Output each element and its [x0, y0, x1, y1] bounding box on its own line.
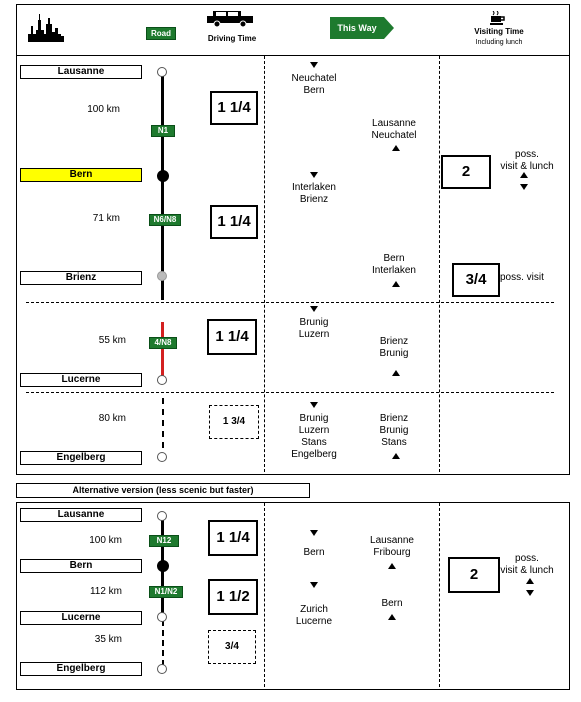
direction-down-text: Neuchatel Bern	[291, 73, 337, 96]
driving-time-header: Driving Time	[207, 34, 257, 43]
alternative-title: Alternative version (less scenic but fas…	[16, 483, 310, 498]
segment-distance: 100 km	[89, 535, 122, 546]
visit-time-box: 3/4	[452, 263, 500, 297]
road-line	[161, 75, 164, 300]
direction-up-text: Brienz Brunig Stans	[379, 413, 409, 448]
segment-distance: 80 km	[98, 413, 126, 424]
direction-up-text: Brienz Brunig	[379, 336, 409, 359]
city-node	[157, 560, 169, 572]
city-node	[157, 375, 167, 385]
city-node	[157, 612, 167, 622]
city-lausanne: Lausanne	[20, 65, 142, 79]
segment-distance: 100 km	[87, 104, 120, 115]
city-node	[157, 67, 167, 77]
segment-distance: 71 km	[92, 213, 120, 224]
visit-note: poss. visit & lunch	[500, 149, 554, 172]
arrow-up-icon	[388, 614, 396, 620]
arrow-up-icon	[520, 172, 528, 178]
direction-down-text: Bern	[303, 547, 325, 558]
arrow-up-icon	[392, 370, 400, 376]
visiting-time-header: Visiting Time	[474, 27, 524, 36]
road-line-dashed	[162, 620, 164, 666]
this-way-label: This Way	[337, 23, 377, 33]
column-divider	[439, 503, 440, 687]
arrow-down-icon	[310, 62, 318, 68]
city-brienz: Brienz	[20, 271, 142, 285]
car-icon	[207, 11, 253, 28]
segment-distance: 112 km	[89, 586, 122, 597]
segment-distance: 55 km	[98, 335, 126, 346]
city-node	[157, 452, 167, 462]
road-number-tag: N1/N2	[149, 586, 183, 598]
arrow-up-icon	[392, 453, 400, 459]
including-lunch-header: Including lunch	[475, 39, 523, 46]
driving-time-box: 1 3/4	[209, 405, 259, 439]
road-line-red	[161, 322, 164, 377]
direction-down-text: Zurich Lucerne	[295, 604, 333, 627]
arrow-down-icon	[310, 582, 318, 588]
column-divider	[264, 56, 265, 472]
coffee-cup-icon	[490, 11, 505, 25]
road-number-tag: N12	[149, 535, 179, 547]
visit-note: poss. visit	[500, 272, 544, 283]
direction-down-text: Interlaken Brienz	[292, 182, 336, 205]
column-divider	[264, 503, 265, 687]
direction-down-text: Brunig Luzern Stans Engelberg	[291, 413, 337, 460]
visit-note: poss. visit & lunch	[500, 553, 554, 576]
city-lucerne: Lucerne	[20, 373, 142, 387]
direction-down-text: Brunig Luzern	[298, 317, 330, 340]
city-lucerne: Lucerne	[20, 611, 142, 625]
driving-time-box: 1 1/4	[207, 319, 257, 355]
driving-time-box: 1 1/4	[210, 91, 258, 125]
arrow-down-icon	[520, 184, 528, 190]
direction-up-text: Lausanne Fribourg	[370, 535, 414, 558]
segment-distance: 35 km	[94, 634, 122, 645]
city-skyline-icon	[28, 14, 64, 42]
row-divider	[26, 302, 554, 303]
city-bern: Bern	[20, 168, 142, 182]
city-node	[157, 271, 167, 281]
arrow-down-icon	[310, 172, 318, 178]
city-node	[157, 664, 167, 674]
city-node	[157, 170, 169, 182]
city-lausanne: Lausanne	[20, 508, 142, 522]
city-node	[157, 511, 167, 521]
arrow-down-icon	[526, 590, 534, 596]
arrow-up-icon	[392, 281, 400, 287]
road-header-label: Road	[146, 27, 176, 40]
header-frame	[16, 4, 570, 58]
city-bern: Bern	[20, 559, 142, 573]
arrow-up-icon	[388, 563, 396, 569]
road-number-tag: 4/N8	[149, 337, 177, 349]
alt-route-frame	[16, 502, 570, 690]
arrow-up-icon	[392, 145, 400, 151]
direction-up-text: Bern Interlaken	[372, 253, 416, 276]
driving-time-box: 1 1/4	[210, 205, 258, 239]
driving-time-box: 1 1/4	[208, 520, 258, 556]
arrow-down-icon	[310, 306, 318, 312]
this-way-arrow	[330, 17, 394, 39]
driving-time-box: 1 1/2	[208, 579, 258, 615]
row-divider	[26, 392, 554, 393]
road-line-dashed	[162, 398, 164, 448]
direction-up-text: Bern	[381, 598, 403, 609]
city-engelberg: Engelberg	[20, 451, 142, 465]
driving-time-box: 3/4	[208, 630, 256, 664]
column-divider	[439, 56, 440, 472]
road-number-tag: N1	[151, 125, 175, 137]
visit-time-box: 2	[448, 557, 500, 593]
road-number-tag: N6/N8	[149, 214, 181, 226]
direction-up-text: Lausanne Neuchatel	[371, 118, 417, 141]
visit-time-box: 2	[441, 155, 491, 189]
arrow-down-icon	[310, 402, 318, 408]
city-engelberg: Engelberg	[20, 662, 142, 676]
arrow-down-icon	[310, 530, 318, 536]
arrow-up-icon	[526, 578, 534, 584]
